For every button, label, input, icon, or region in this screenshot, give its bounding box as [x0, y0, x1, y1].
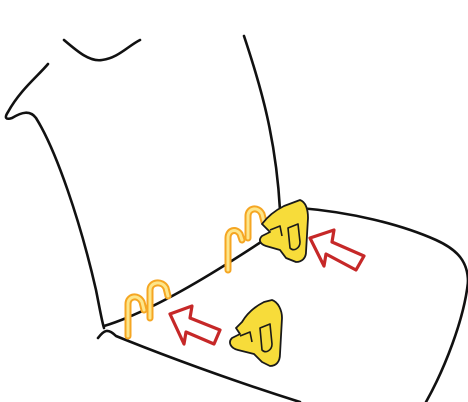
wire-hook-rear	[224, 205, 268, 274]
arrow-loose-clip	[168, 304, 222, 346]
seat-back-left-edge	[4, 62, 106, 330]
wire-hook-front	[124, 279, 172, 340]
wire-hook-rear-inner	[226, 207, 266, 272]
seat-cushion-front	[424, 280, 468, 402]
wire-hook-front-outer	[124, 279, 172, 340]
headrest-curve	[62, 38, 142, 62]
clip-installed-slot	[269, 225, 283, 237]
seat-back-right-edge	[242, 34, 288, 234]
wire-hook-front-inner	[126, 281, 170, 338]
arrow-loose-clip-shape	[168, 304, 222, 346]
seat-crease-line	[102, 234, 272, 328]
clip-loose-slot	[239, 331, 253, 343]
seat-back-outline	[4, 34, 288, 330]
seat-cushion-top	[298, 206, 468, 284]
clip-loose	[229, 299, 283, 367]
seat-cushion-outline	[96, 206, 468, 402]
clip-loose-body	[229, 299, 283, 367]
clip-installed-body	[259, 199, 309, 263]
seat-cushion-bottom	[96, 329, 302, 402]
arrow-installed-clip-shape	[308, 228, 366, 272]
clip-installed	[259, 199, 309, 263]
clip-loose-window	[259, 323, 273, 353]
clip-installed-window	[287, 223, 301, 251]
arrow-installed-clip	[308, 228, 366, 272]
